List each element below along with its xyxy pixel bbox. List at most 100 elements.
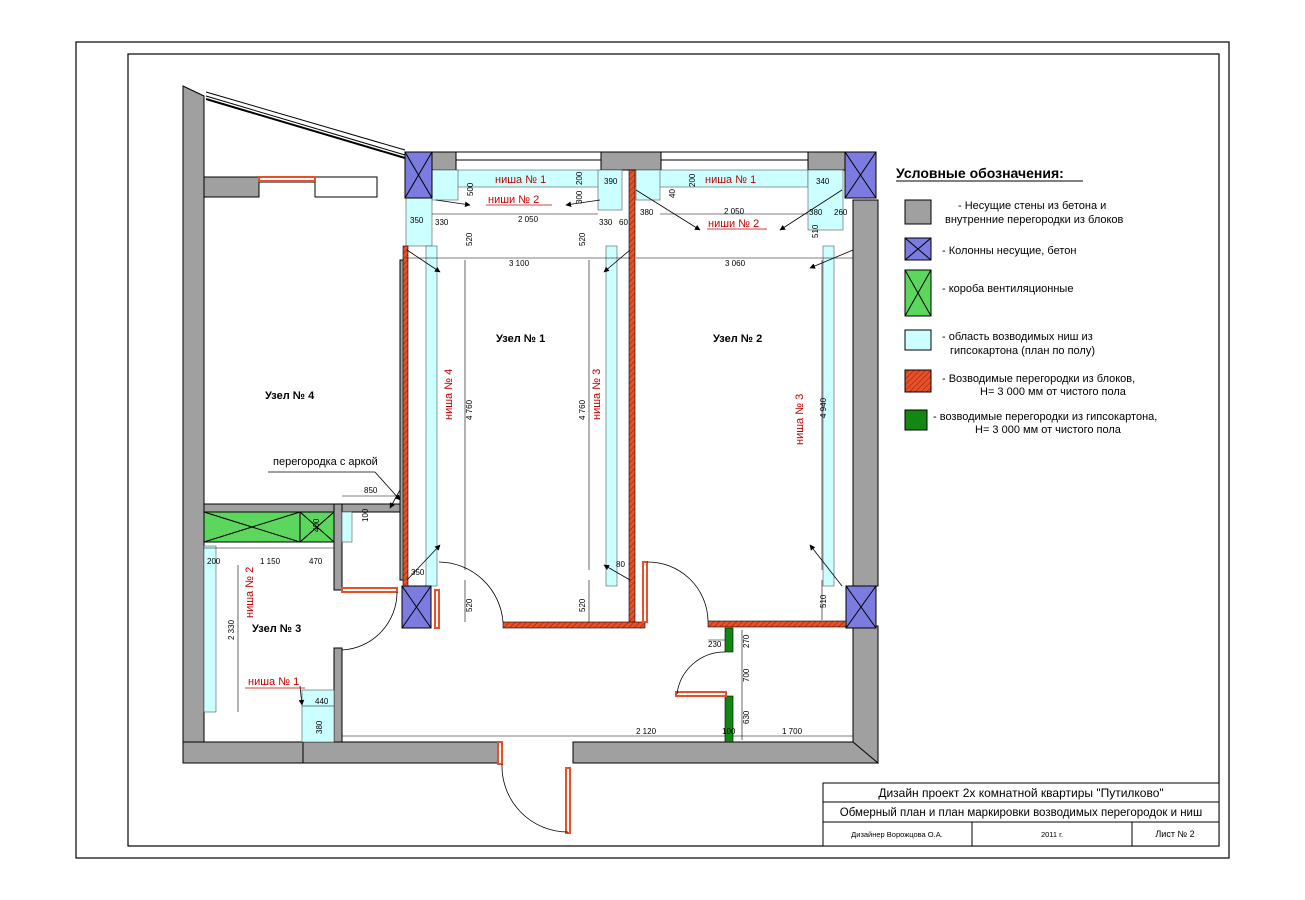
- dim-390: 390: [604, 177, 618, 186]
- niche-label-2-uzel2: ниши № 2: [708, 218, 759, 230]
- title-block: Дизайн проект 2х комнатной квартиры "Пут…: [822, 782, 1220, 847]
- dim-60: 60: [619, 218, 628, 227]
- dim-1700: 1 700: [782, 727, 803, 736]
- dim-40: 40: [668, 189, 677, 198]
- legend-drywall-line2: Н= 3 000 мм от чистого пола: [975, 424, 1122, 436]
- dim-440: 440: [315, 697, 329, 706]
- column-1: [404, 151, 433, 199]
- dim-380a: 380: [640, 208, 654, 217]
- dim-340: 340: [816, 177, 830, 186]
- dim-350b: 350: [411, 568, 425, 577]
- dim-700: 700: [742, 668, 751, 682]
- room-label-uzel4: Узел № 4: [265, 390, 315, 402]
- arch-annotation: перегородка с аркой: [273, 456, 378, 468]
- legend-swatch-block: [904, 369, 932, 393]
- dim-500: 500: [466, 182, 475, 196]
- dim-3060: 3 060: [725, 259, 746, 268]
- dim-300: 300: [575, 190, 584, 204]
- dim-330b: 330: [599, 218, 613, 227]
- dim-520b: 520: [578, 232, 587, 246]
- dim-230: 230: [708, 640, 722, 649]
- dim-2120: 2 120: [636, 727, 657, 736]
- dim-520c: 520: [465, 598, 474, 612]
- dim-2050a: 2 050: [518, 215, 539, 224]
- dim-350a: 350: [410, 216, 424, 225]
- dim-4940: 4 940: [819, 397, 828, 418]
- legend-block-line1: - Возводимые перегородки из блоков,: [942, 373, 1135, 385]
- dim-520a: 520: [465, 232, 474, 246]
- dim-510a: 510: [811, 224, 820, 238]
- legend-vent-line1: - короба вентиляционные: [942, 283, 1073, 295]
- title-block-sheet: Лист № 2: [1155, 829, 1194, 839]
- dim-4760b: 4 760: [578, 399, 587, 420]
- dim-520d: 520: [578, 598, 587, 612]
- dim-200d: 200: [207, 557, 221, 566]
- niche-label-2-uzel3: ниша № 2: [244, 567, 256, 618]
- niche-label-3-uzel2: ниша № 3: [794, 394, 806, 445]
- dim-260: 260: [834, 208, 848, 217]
- dim-100b: 100: [722, 727, 736, 736]
- legend-swatch-vent: [904, 269, 932, 317]
- niche-areas: [203, 169, 844, 743]
- dim-470: 470: [309, 557, 323, 566]
- column-4: [845, 585, 877, 629]
- dim-630: 630: [742, 710, 751, 724]
- legend-block-line2: Н= 3 000 мм от чистого пола: [980, 386, 1127, 398]
- drywall-partitions: [724, 627, 734, 743]
- column-3: [401, 585, 432, 629]
- room-label-uzel2: Узел № 2: [713, 333, 762, 345]
- load-bearing-walls: [182, 85, 879, 765]
- legend-title: Условные обозначения:: [896, 165, 1064, 181]
- niche-label-2-uzel1: ниши № 2: [488, 194, 539, 206]
- legend-columns-line1: - Колонны несущие, бетон: [942, 245, 1076, 257]
- dim-380c: 380: [315, 720, 324, 734]
- title-block-year: 2011 г.: [1041, 830, 1063, 839]
- arch-leader-2: [374, 471, 401, 501]
- dim-80: 80: [616, 560, 625, 569]
- legend-swatch-columns: [904, 237, 932, 261]
- dim-400: 400: [312, 518, 321, 532]
- columns: [401, 151, 877, 629]
- balcony-glazing: [205, 91, 406, 159]
- legend-swatch-drywall: [904, 409, 928, 431]
- legend-niches-line2: гипсокартона (план по полу): [950, 345, 1095, 357]
- title-block-project: Дизайн проект 2х комнатной квартиры "Пут…: [878, 786, 1163, 800]
- legend-niches-line1: - область возводимых ниш из: [942, 331, 1093, 343]
- dim-100a: 100: [361, 508, 370, 522]
- title-block-sheet-title: Обмерный план и план маркировки возводим…: [840, 807, 1202, 819]
- niche-label-3-uzel1: ниша № 3: [591, 369, 603, 420]
- title-block-designer: Дизайнер Ворожцова О.А.: [851, 830, 943, 839]
- inner-frame: [127, 53, 1220, 847]
- dim-850: 850: [364, 486, 378, 495]
- legend-drywall-line1: - возводимые перегородки из гипсокартона…: [933, 411, 1157, 423]
- vent-duct: [203, 511, 335, 543]
- dim-2330: 2 330: [227, 619, 236, 640]
- dim-270: 270: [742, 634, 751, 648]
- legend-swatch-niches: [904, 329, 932, 351]
- block-partitions: [402, 169, 847, 629]
- niche-label-1-uzel3: ниша № 1: [248, 676, 299, 688]
- room-label-uzel1: Узел № 1: [496, 333, 545, 345]
- legend-walls-line1: - Несущие стены из бетона и: [958, 200, 1106, 212]
- outer-frame: [75, 41, 1230, 859]
- niche-label-1-uzel2: ниша № 1: [705, 174, 756, 186]
- room-label-uzel3: Узел № 3: [252, 623, 301, 635]
- niche-label-4: ниша № 4: [443, 369, 455, 420]
- dim-4760a: 4 760: [465, 399, 474, 420]
- dim-1150: 1 150: [260, 557, 281, 566]
- legend-walls-line2: внутренние перегородки из блоков: [945, 214, 1124, 226]
- dim-510b: 510: [819, 594, 828, 608]
- dim-3100: 3 100: [509, 259, 530, 268]
- dim-200a: 200: [575, 171, 584, 185]
- legend: Условные обозначения: - Несущие стены из…: [896, 165, 1157, 436]
- dim-380b: 380: [809, 208, 823, 217]
- niche-label-1-uzel1: ниша № 1: [495, 174, 546, 186]
- dimension-lines: [204, 213, 853, 740]
- column-2: [844, 151, 877, 199]
- dim-200c: 200: [688, 173, 697, 187]
- legend-swatch-walls: [904, 199, 932, 225]
- dim-2050b: 2 050: [724, 207, 745, 216]
- dimension-texts: 500 200 390 300 330 350 2 050 330 60 520…: [207, 171, 848, 736]
- dim-330a: 330: [435, 218, 449, 227]
